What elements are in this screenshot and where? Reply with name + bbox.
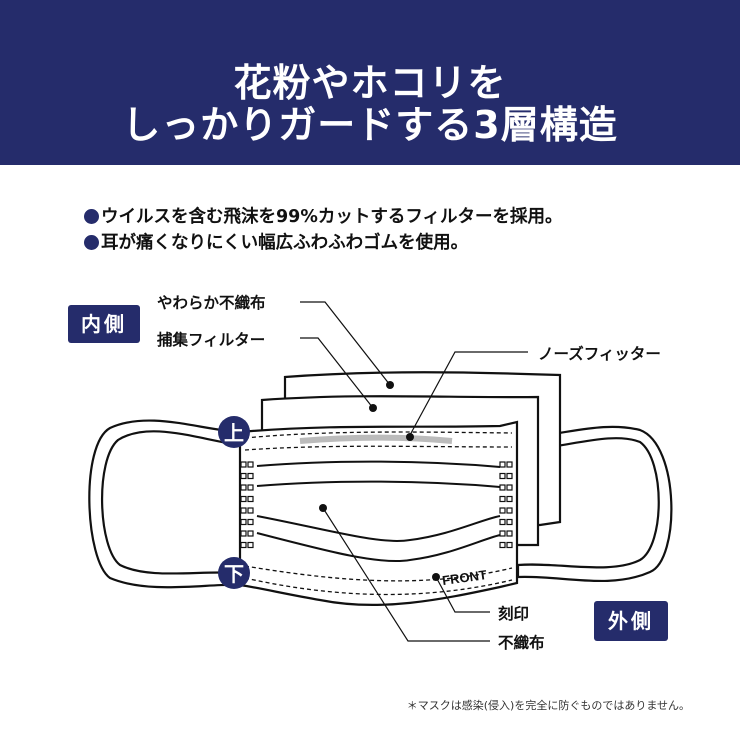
inner-side-badge: 内側	[68, 305, 140, 343]
label-nose-fitter: ノーズフィッター	[538, 345, 661, 363]
bottom-marker: 下	[218, 557, 250, 589]
perforation-mark	[499, 461, 506, 468]
perforation-mark	[247, 484, 254, 491]
bullet-item: 耳が痛くなりにくい幅広ふわふわゴムを使用。	[84, 229, 468, 254]
outer-side-badge: 外側	[594, 601, 668, 641]
title-line-2: しっかりガードする3層構造	[122, 103, 618, 147]
svg-text:上: 上	[224, 421, 244, 445]
perforation-mark	[240, 518, 247, 526]
disclaimer-note: ＊マスクは感染(侵入)を完全に防ぐものではありません。	[406, 699, 690, 712]
perforation-mark	[240, 495, 247, 503]
leader-imprint	[435, 576, 490, 613]
perforation-mark	[240, 472, 247, 480]
front-layer	[238, 420, 519, 607]
header-banner: 花粉やホコリを しっかりガードする3層構造	[0, 0, 740, 165]
perforation-mark	[240, 461, 247, 468]
label-filter: 捕集フィルター	[157, 331, 266, 349]
perforation-mark	[499, 495, 506, 503]
perforation-mark	[506, 518, 513, 526]
label-soft-nonwoven: やわらか不織布	[157, 294, 266, 312]
title-line-1: 花粉やホコリを	[233, 61, 507, 105]
perforation-mark	[499, 530, 506, 537]
perforation-mark	[506, 507, 513, 514]
label-nonwoven: 不織布	[498, 634, 545, 652]
perforation-mark	[506, 472, 513, 480]
label-imprint: 刻印	[498, 605, 530, 623]
perforation-mark	[499, 507, 506, 514]
bullet-item: ウイルスを含む飛沫を99%カットするフィルターを採用。	[84, 203, 563, 228]
perforation-mark	[247, 518, 254, 526]
bullet-text: ウイルスを含む飛沫を99%カットするフィルターを採用。	[101, 207, 563, 227]
perforation-mark	[499, 541, 506, 549]
svg-text:下: 下	[224, 562, 244, 586]
top-marker: 上	[218, 416, 250, 448]
bullet-dot-icon	[84, 209, 99, 224]
perforation-mark	[247, 461, 254, 468]
perforation-mark	[499, 472, 506, 480]
leader-filter	[300, 337, 374, 409]
perforation-mark	[240, 484, 247, 491]
perforation-mark	[506, 461, 513, 468]
perforation-mark	[240, 541, 247, 549]
left-ear-loop	[88, 419, 242, 589]
perforation-mark	[506, 530, 513, 537]
perforation-mark	[247, 530, 254, 537]
leader-nonwoven	[322, 507, 490, 642]
perforation-mark	[247, 507, 254, 514]
perforation-mark	[247, 472, 254, 480]
perforation-mark	[506, 495, 513, 503]
bullet-dot-icon	[84, 235, 99, 250]
leader-nose-fitter	[409, 351, 528, 436]
front-imprint: FRONT	[441, 567, 487, 588]
perforation-mark	[499, 518, 506, 526]
perforation-mark	[499, 484, 506, 491]
perforation-mark	[240, 530, 247, 537]
perforation-mark	[506, 484, 513, 491]
bullet-text: 耳が痛くなりにくい幅広ふわふわゴムを使用。	[101, 233, 469, 253]
perforation-mark	[247, 495, 254, 503]
perforation-mark	[240, 507, 247, 514]
leader-soft-nonwoven	[300, 301, 391, 386]
perforation-mark	[247, 541, 254, 549]
perforation-mark	[506, 541, 513, 549]
